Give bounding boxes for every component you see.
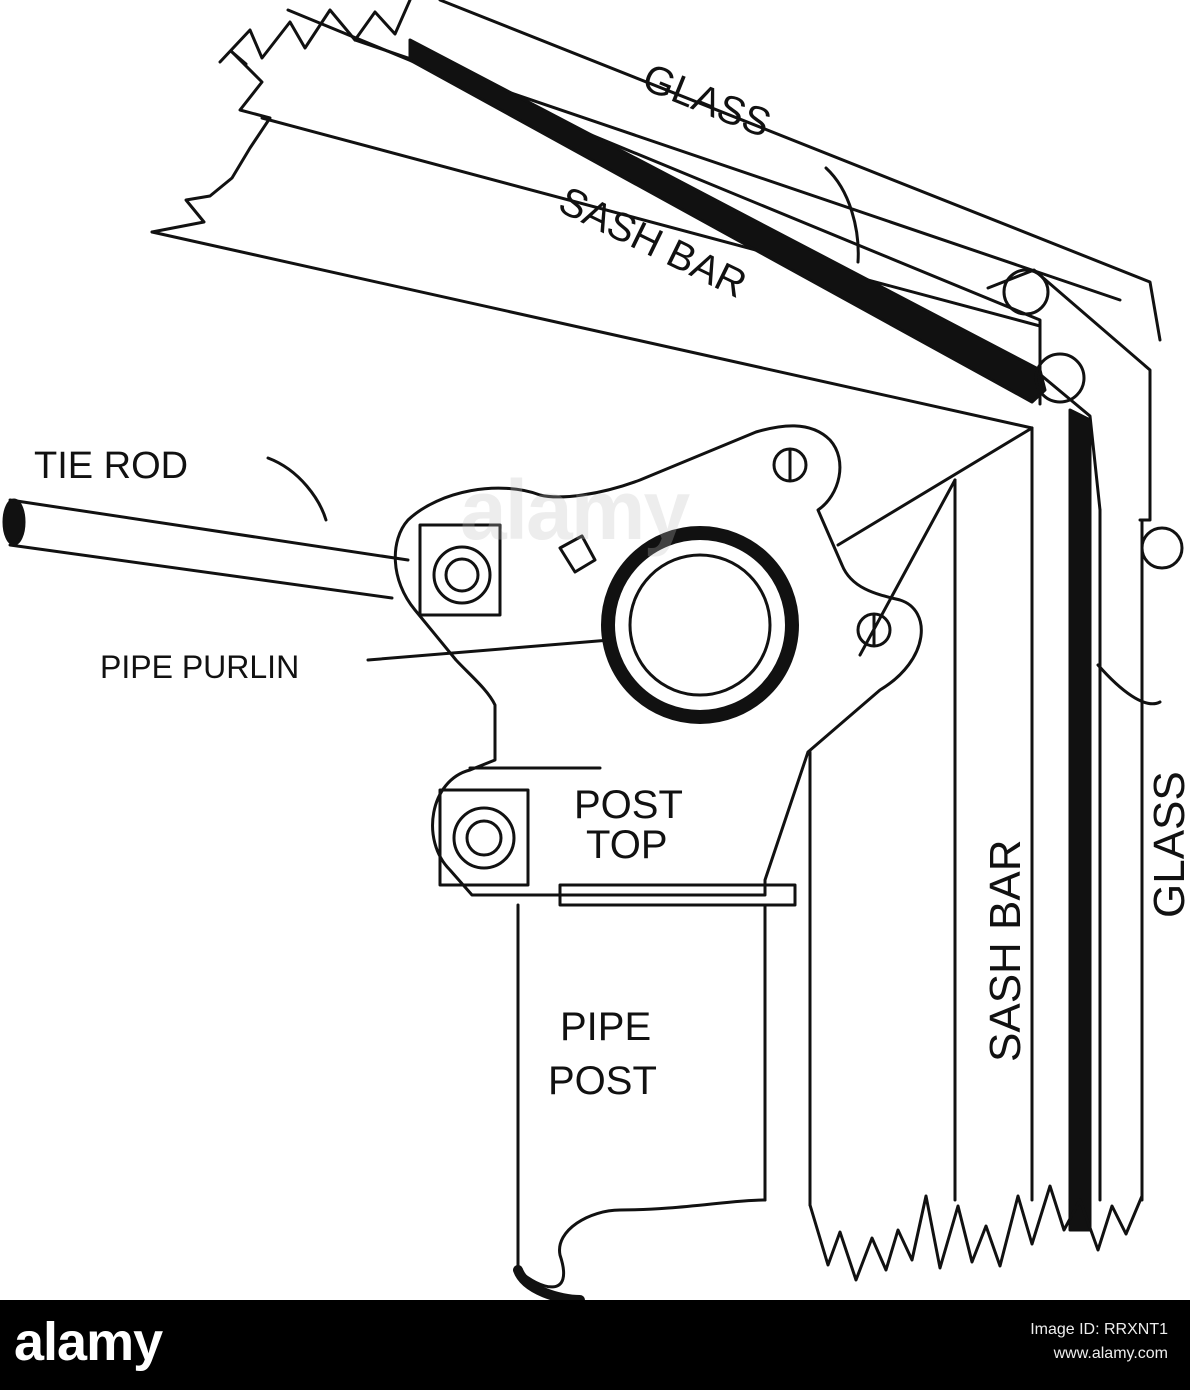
broken-end-bottom	[808, 1184, 1144, 1282]
post-bolt-square	[438, 788, 530, 887]
leader-pipe-purlin	[366, 638, 612, 662]
label-glass-right: GLASS	[1145, 771, 1190, 918]
image-id-text: Image ID: RRXNT1	[1030, 1321, 1168, 1338]
label-pipe-purlin: PIPE PURLIN	[100, 649, 299, 685]
label-pipe-post-line2: POST	[548, 1059, 657, 1103]
diagonal-brace-2	[858, 478, 957, 657]
pipe-purlin-inner	[628, 553, 772, 697]
footer-bar: alamy Image ID: RRXNT1 www.alamy.com	[0, 1300, 1190, 1390]
pipe-post-bottom	[516, 1198, 767, 1289]
tie-rod-bolt-core	[444, 557, 480, 593]
roof-sash-bar-top-edge	[260, 116, 1042, 328]
pipe-post-opening	[513, 1265, 585, 1305]
bolt-head-side	[1140, 526, 1184, 570]
post-top-casting	[393, 424, 923, 897]
bolt-head-corner-1	[1002, 268, 1050, 316]
leader-glass-top	[824, 166, 860, 264]
tie-rod-top-edge	[8, 498, 410, 562]
tie-rod-bottom-edge	[8, 543, 394, 600]
tie-rod-end	[2, 498, 26, 546]
label-post-top-line2: TOP	[586, 823, 668, 867]
post-bolt-core	[465, 819, 503, 857]
greenhouse-connection-diagram: GLASS SASH BAR TIE ROD PIPE PURLIN POST …	[2, 0, 1190, 1305]
site-url-link[interactable]: www.alamy.com	[1053, 1345, 1168, 1362]
set-screw	[558, 534, 597, 574]
diagram-figure: GLASS SASH BAR TIE ROD PIPE PURLIN POST …	[2, 0, 1190, 1305]
footer-info: Image ID: RRXNT1 www.alamy.com	[1030, 1318, 1168, 1366]
wall-glass-strip	[1068, 408, 1092, 1232]
bolt-head-corner-2	[1034, 352, 1086, 404]
brand-logo[interactable]: alamy	[14, 1312, 163, 1372]
diagonal-brace	[836, 426, 1034, 547]
leader-tie-rod	[266, 456, 328, 522]
corner-bracket	[986, 268, 1152, 522]
label-glass-top: GLASS	[637, 56, 777, 147]
post-bolt-nut	[452, 806, 516, 870]
tie-rod-bolt-nut	[432, 545, 492, 605]
broken-end-mid	[150, 50, 272, 234]
label-tie-rod: TIE ROD	[34, 445, 188, 487]
roof-glass-strip	[408, 38, 1047, 404]
broken-end-top	[218, 0, 412, 64]
post-top-flange	[558, 883, 797, 907]
label-post-top-line1: POST	[574, 783, 683, 827]
label-sash-bar-right: SASH BAR	[981, 839, 1030, 1062]
broken-end-lower	[230, 50, 248, 66]
corner-bracket-inner	[1028, 364, 1102, 512]
roof-glass-outer	[438, 0, 1162, 342]
leader-glass-right	[1096, 663, 1162, 706]
tie-rod-bolt-square	[418, 523, 502, 617]
label-pipe-post-line1: PIPE	[560, 1005, 651, 1049]
pipe-purlin-outer	[601, 526, 799, 724]
